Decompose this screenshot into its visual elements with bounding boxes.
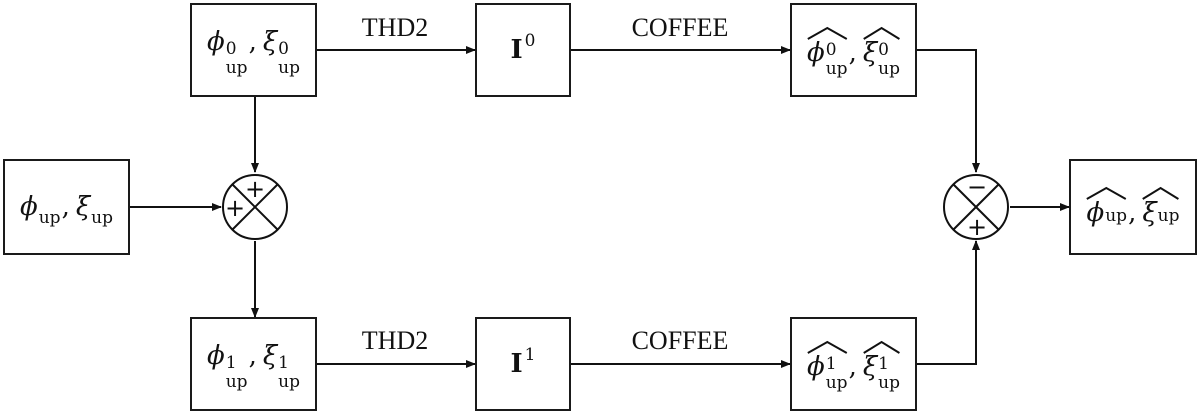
arrow-top-estimate-to-merge [917,49,980,173]
output-phi-sub: up [1105,206,1128,226]
process-label-top-thd2: THD2 [361,13,429,42]
output-phi: ϕ [1086,198,1105,228]
process-label-bottom-thd2: THD2 [361,326,429,355]
output-xi-sub: up [1157,206,1180,226]
top-source-phi-sup: 0 [225,39,237,59]
merge-sign-top: − [967,173,988,201]
top-source-xi-sup: 0 [278,39,289,59]
top-intermediate-sup: 0 [524,31,536,51]
top-estimate-phi: ϕ [806,38,825,68]
process-label-bottom-coffee: COFFEE [631,326,729,355]
split-junction [222,174,288,240]
top-intermediate-symbol: I [510,35,523,65]
merge-junction [943,174,1009,240]
bottom-source-phi-sup: 1 [225,353,237,373]
bottom-intermediate-sup: 1 [524,345,536,365]
input-xi: ξ [75,192,91,222]
bottom-estimate-phi: ϕ [806,352,825,382]
bottom-estimate-phi-sup: 1 [825,354,837,374]
input-xi-sub: up [91,208,113,228]
bottom-estimate-xi: ξ [862,352,878,382]
top-estimate-xi-sup: 0 [878,40,889,60]
bottom-estimate-xi-sub: up [878,373,900,393]
split-sign-left: + [225,194,246,222]
process-label-top-coffee: COFFEE [631,13,729,42]
split-sign-top: + [245,175,266,203]
top-source-xi: ξ [262,27,278,57]
bottom-source-xi-sub: up [278,372,300,392]
bottom-source-xi: ξ [262,341,278,371]
top-source-xi-sub: up [278,58,300,78]
input-phi: ϕ [19,192,38,222]
top-estimate-phi-sub: up [825,59,848,79]
bottom-estimate-phi-sub: up [825,373,848,393]
bottom-source-phi: ϕ [206,341,225,371]
top-estimate-xi-sub: up [878,59,900,79]
top-source-phi-sub: up [225,58,248,78]
arrow-bottom-estimate-to-merge [917,240,980,365]
top-estimate-xi: ξ [862,38,878,68]
top-source-phi: ϕ [206,27,225,57]
input-phi-sub: up [38,208,61,228]
bottom-source-phi-sub: up [225,372,248,392]
bottom-intermediate-symbol: I [510,349,523,379]
top-estimate-phi-sup: 0 [825,40,837,60]
output-xi: ξ [1142,198,1157,228]
bottom-source-xi-sup: 1 [278,353,289,373]
bottom-estimate-xi-sup: 1 [878,354,889,374]
merge-sign-bottom: + [967,213,988,241]
